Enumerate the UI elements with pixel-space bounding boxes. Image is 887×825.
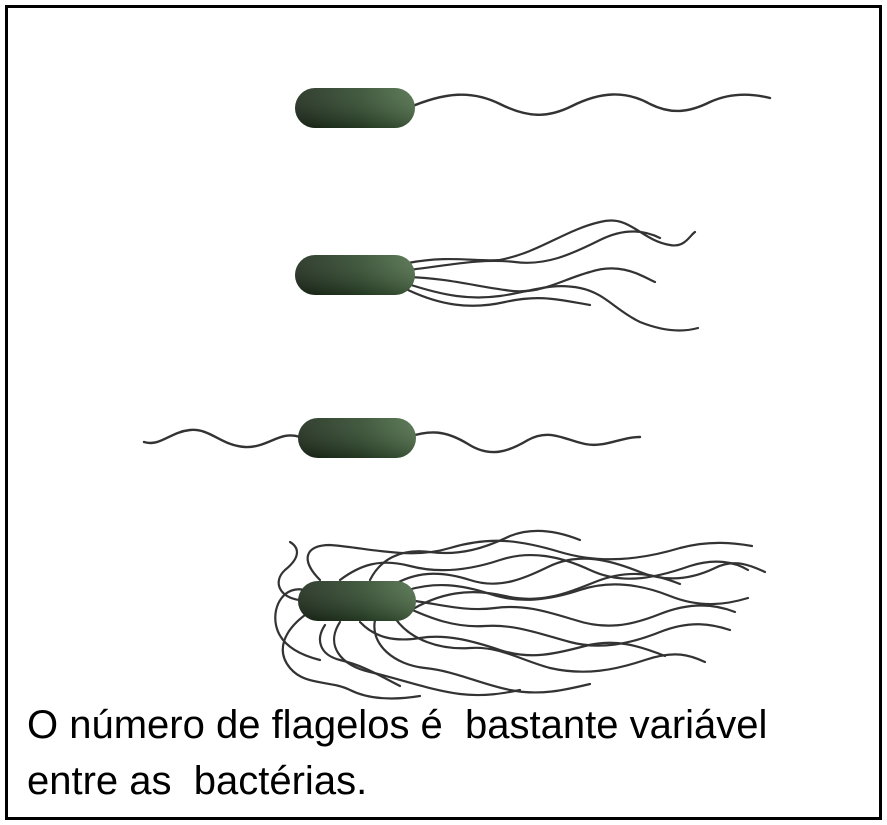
flagellum bbox=[277, 540, 302, 602]
flagellum bbox=[373, 618, 592, 694]
flagellum bbox=[406, 230, 662, 272]
flagellum bbox=[333, 620, 522, 697]
flagellum bbox=[393, 557, 767, 586]
caption-line-1: O número de flagelos é bastante variável bbox=[27, 703, 768, 747]
flagellum bbox=[406, 219, 697, 265]
flagellum bbox=[274, 588, 322, 662]
flagellum bbox=[358, 620, 667, 658]
flagellum bbox=[406, 431, 642, 454]
bacterium-peritrichous bbox=[274, 529, 767, 700]
flagellum bbox=[306, 539, 754, 582]
flagellum bbox=[406, 606, 732, 647]
bacterium-lophotrichous bbox=[295, 219, 700, 332]
bacterium-monotrichous bbox=[295, 88, 772, 128]
flagellum bbox=[338, 554, 750, 582]
flagellum bbox=[406, 288, 592, 307]
flagellum bbox=[406, 598, 737, 627]
flagellum bbox=[142, 428, 302, 449]
figure-frame bbox=[5, 5, 882, 820]
flagellum bbox=[406, 583, 750, 606]
flagellum bbox=[406, 282, 700, 332]
flagellum bbox=[393, 616, 707, 673]
flagellum bbox=[406, 93, 772, 116]
flagellum bbox=[318, 623, 402, 688]
figure-caption: O número de flagelos é bastante variável… bbox=[27, 697, 872, 809]
flagellum bbox=[406, 572, 682, 614]
flagellum bbox=[406, 267, 657, 293]
flagellum bbox=[368, 529, 582, 582]
bacterium-amphitrichous bbox=[142, 418, 642, 458]
caption-line-2: entre as bactérias. bbox=[27, 759, 368, 803]
